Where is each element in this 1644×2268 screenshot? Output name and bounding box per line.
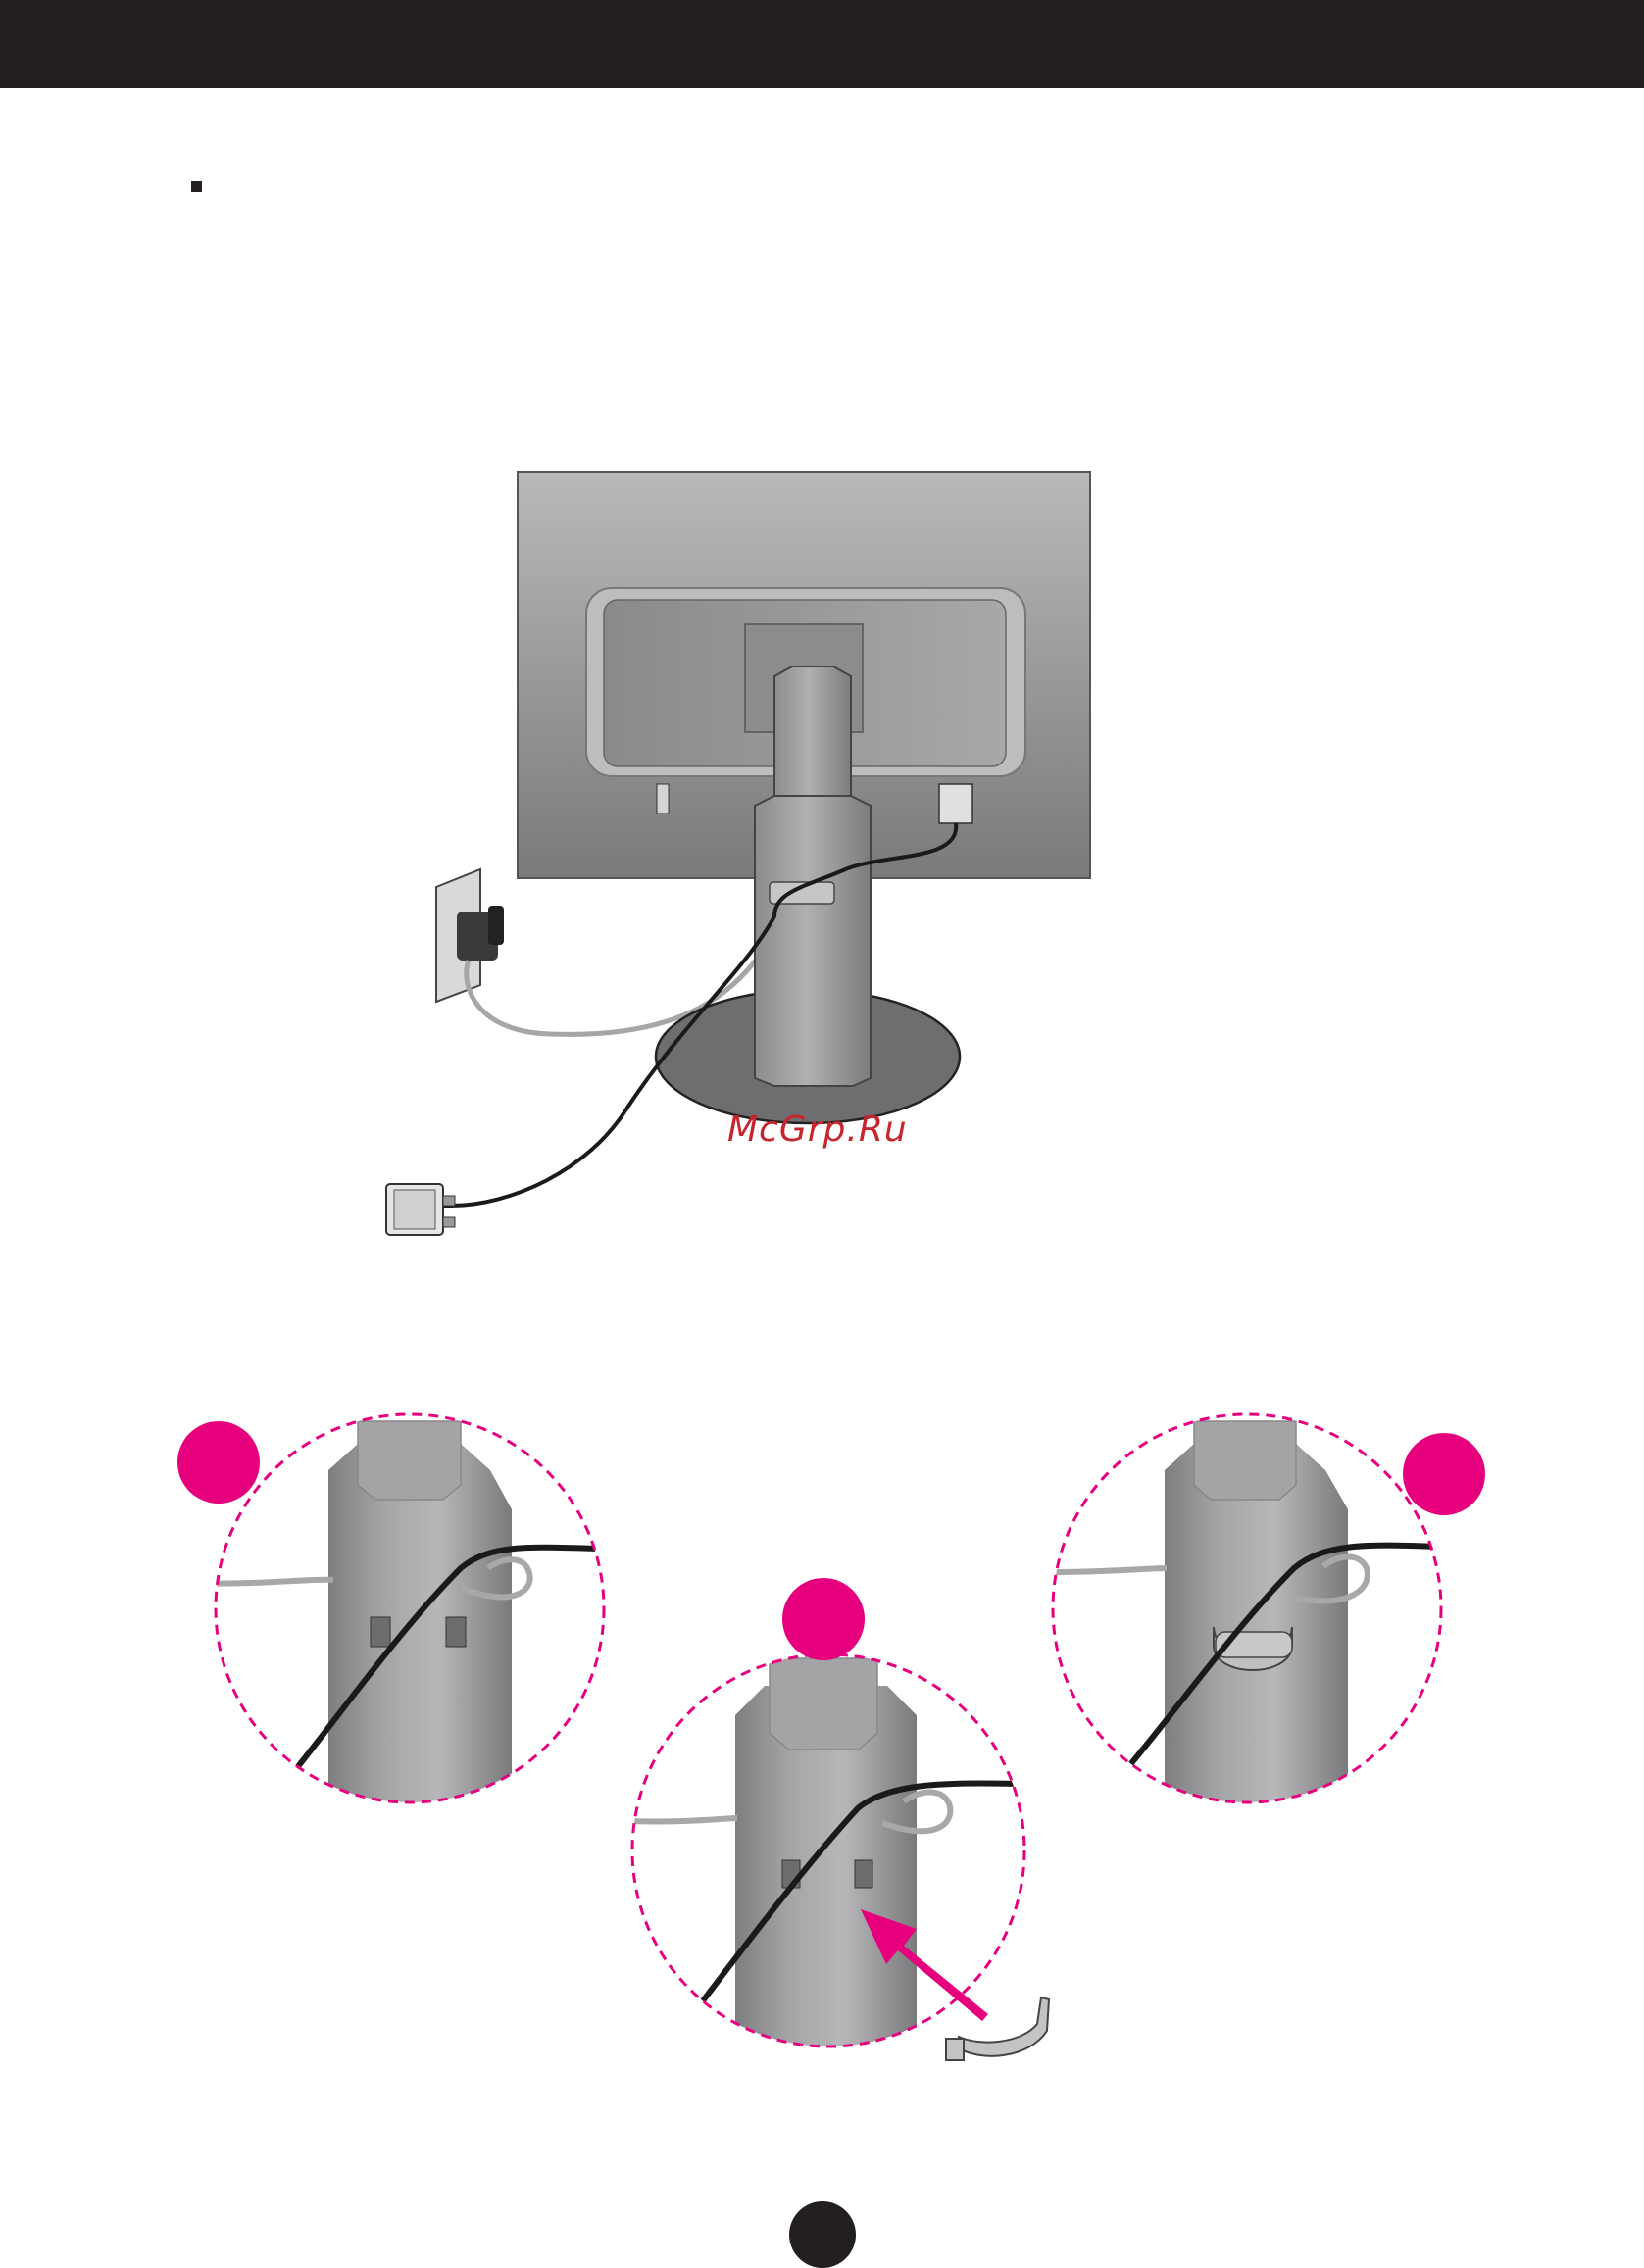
d-sub-connector-icon <box>386 1184 455 1235</box>
step-3-figure <box>1051 1414 1485 1823</box>
step-2-figure <box>627 1578 1049 2068</box>
watermark: McGrp.Ru <box>727 1109 908 1150</box>
step-1-marker <box>177 1421 260 1504</box>
power-outlet-icon <box>436 869 504 1002</box>
step-3-marker <box>1403 1433 1485 1515</box>
step-1-figure <box>176 1414 608 1823</box>
cable-holder-clip-icon <box>946 1997 1049 2060</box>
page-number-marker <box>789 2201 856 2268</box>
step-2-marker <box>782 1578 865 1660</box>
